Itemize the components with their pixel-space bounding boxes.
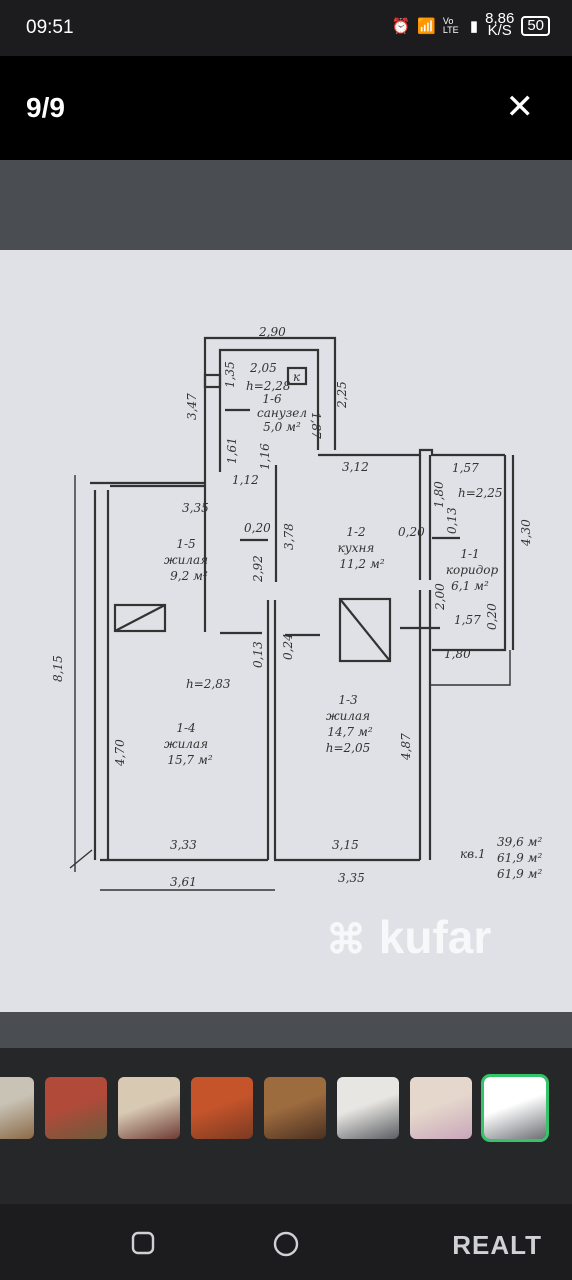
image-counter: 9/9 xyxy=(26,92,65,123)
thumbnail[interactable] xyxy=(118,1077,180,1139)
realt-logo: REALT xyxy=(452,1230,542,1260)
room-id: 1-5 xyxy=(176,537,195,551)
room-area: 15,7 м² xyxy=(167,753,212,767)
dim-label: 2,00 xyxy=(433,583,447,611)
thumbnail[interactable] xyxy=(337,1077,399,1139)
wifi-icon: 📶 xyxy=(417,18,436,35)
dim-label: 4,87 xyxy=(399,733,413,761)
dim-label: 4,70 xyxy=(113,739,127,767)
summary-label: кв.1 xyxy=(460,847,486,861)
dim-label: 0,20 xyxy=(485,603,499,630)
system-nav-bar: REALT xyxy=(0,1204,572,1280)
thumbnail-strip[interactable] xyxy=(0,1048,572,1204)
room-name: жилая xyxy=(164,737,208,751)
viewer-header: 9/9 ✕ xyxy=(0,56,572,160)
k-label: к xyxy=(293,370,301,384)
net-speed-unit: K/S xyxy=(487,22,512,39)
net-speed-value: 8,86 xyxy=(485,10,515,27)
dim-label: 3,78 xyxy=(282,523,296,550)
room-name: санузел xyxy=(257,406,307,420)
room-id: 1-4 xyxy=(176,721,195,735)
dim-label: 1,80 xyxy=(432,481,446,508)
dim-label: 8,15 xyxy=(51,655,65,682)
dim-label: 3,35 xyxy=(338,871,365,885)
watermark-icon: ⌘ xyxy=(326,918,366,962)
summary-value: 61,9 м² xyxy=(497,867,542,881)
dim-label: 1,57 xyxy=(452,461,479,475)
dim-label: 3,35 xyxy=(182,501,209,515)
watermark-logo: ⌘ kufar xyxy=(326,910,491,964)
dim-label: 0,13 xyxy=(445,507,459,534)
room-area: 9,2 м² xyxy=(170,569,208,583)
room-id: 1-3 xyxy=(338,693,358,707)
room-height-label: h=2,28 xyxy=(246,379,291,393)
room-height-label: h=2,25 xyxy=(458,486,503,500)
summary-value: 39,6 м² xyxy=(497,835,542,849)
dim-label: 3,33 xyxy=(170,838,197,852)
dim-label: 3,15 xyxy=(332,838,359,852)
dim-label: 1,57 xyxy=(454,613,481,627)
dim-label: 1,16 xyxy=(258,443,272,470)
room-name: коридор xyxy=(446,563,499,577)
watermark-text: kufar xyxy=(378,911,492,963)
room-name: жилая xyxy=(326,709,370,723)
room-name: жилая xyxy=(164,553,208,567)
dim-label: 1,87 xyxy=(309,412,323,439)
dim-label: 3,12 xyxy=(342,460,369,474)
status-icons: ⏰ 📶 Vo LTE ▮ 8,86 K/S 50 xyxy=(391,11,550,39)
room-area: 5,0 м² xyxy=(263,420,301,434)
room-id: 1-6 xyxy=(262,392,282,406)
dim-label: 2,90 xyxy=(258,325,286,339)
dim-label: 4,30 xyxy=(519,519,533,547)
room-height-label: h=2,05 xyxy=(326,741,371,755)
room-id: 1-2 xyxy=(346,525,365,539)
status-time: 09:51 xyxy=(26,17,74,38)
dim-label: 2,92 xyxy=(251,555,265,583)
thumbnail[interactable] xyxy=(45,1077,107,1139)
room-area: 6,1 м² xyxy=(451,579,489,593)
close-icon[interactable]: ✕ xyxy=(505,88,535,126)
status-bar: 09:51 ⏰ 📶 Vo LTE ▮ 8,86 K/S 50 xyxy=(0,0,572,56)
dim-label: 2,05 xyxy=(249,361,277,375)
battery-icon: 50 xyxy=(521,16,550,36)
home-icon[interactable] xyxy=(273,1231,299,1257)
dim-label: 3,61 xyxy=(170,875,197,889)
volte-label: Vo LTE xyxy=(442,16,459,35)
dim-label: 1,12 xyxy=(232,473,259,487)
dim-label: 3,47 xyxy=(185,393,199,420)
floor-plan-drawing: 2,90 2,05 h=2,28 к 3,47 1,35 1,87 2,25 1… xyxy=(51,325,542,891)
room-name: кухня xyxy=(338,541,375,555)
recent-apps-icon[interactable] xyxy=(131,1231,155,1255)
dim-label: 0,20 xyxy=(244,521,271,535)
room-id: 1-1 xyxy=(460,547,479,561)
dim-label: 1,61 xyxy=(225,437,239,464)
room-area: 11,2 м² xyxy=(339,557,384,571)
thumbnail[interactable] xyxy=(191,1077,253,1139)
dim-label: 1,35 xyxy=(223,361,237,388)
summary-value: 61,9 м² xyxy=(497,851,542,865)
floor-plan-image[interactable]: 2,90 2,05 h=2,28 к 3,47 1,35 1,87 2,25 1… xyxy=(0,250,572,1012)
dim-label: 2,25 xyxy=(335,381,349,409)
thumbnail[interactable] xyxy=(264,1077,326,1139)
dim-label: 0,24 xyxy=(281,633,295,660)
thumbnail[interactable] xyxy=(0,1077,34,1139)
signal-icon: ▮ xyxy=(469,18,479,35)
room-height-label: h=2,83 xyxy=(186,677,231,691)
dim-label: 0,13 xyxy=(251,641,265,668)
dim-label: 1,80 xyxy=(444,647,471,661)
dim-label: 0,20 xyxy=(398,525,425,539)
thumbnail[interactable] xyxy=(410,1077,472,1139)
net-speed: 8,86 K/S xyxy=(485,11,514,39)
alarm-icon: ⏰ xyxy=(391,18,411,35)
thumbnail[interactable] xyxy=(481,1074,549,1142)
room-area: 14,7 м² xyxy=(327,725,372,739)
